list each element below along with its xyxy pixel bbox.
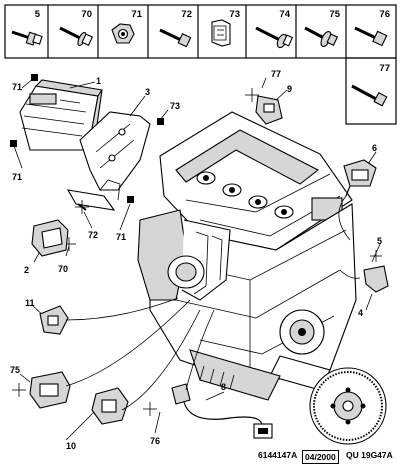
callout-73: 73 [170,101,180,111]
clip-marker [10,140,17,147]
engine-block [137,111,357,401]
callout-71-bracket: 71 [116,232,126,242]
header-label-75: 75 [329,9,340,20]
bolt-serrated-icon [304,26,339,47]
callout-77: 77 [271,69,281,79]
bolt-icon [159,28,192,48]
mounting-bracket [66,111,151,211]
callout-8: 8 [221,382,226,392]
reference-footer: 6144147A 04/2000 QU 19G47A [258,450,398,464]
header-label-77: 77 [379,63,390,74]
callout-76: 76 [150,436,160,446]
hex-nut-icon [111,23,135,44]
callout-5: 5 [377,236,382,246]
callout-11: 11 [25,298,35,308]
header-label-71: 71 [131,9,142,20]
callout-72: 72 [88,230,98,240]
callout-2: 2 [24,265,29,275]
screw-washer-icon [59,26,94,47]
callout-10: 10 [66,441,76,451]
callout-1: 1 [96,76,101,86]
coolant-temp-sensor [338,159,377,241]
header-label-76: 76 [379,9,390,20]
reference-code: 6144147A [258,450,298,460]
callout-75: 75 [10,365,20,375]
reference-plate: QU 19G47A [346,450,393,460]
wiring-harness [65,269,361,411]
header-label-70: 70 [81,9,92,20]
long-bolt-icon [351,84,388,107]
camshaft-sensor [245,88,283,125]
bolt-marker [75,200,89,214]
callout-6: 6 [372,143,377,153]
ecu-module [19,79,103,152]
speed-sensor [12,371,71,409]
callout-3: 3 [145,87,150,97]
header-parts-strip: 5 70 71 72 73 74 75 76 77 [4,4,397,125]
header-label-73: 73 [229,9,240,20]
flywheel [309,367,387,445]
callout-4: 4 [358,308,363,318]
header-label-5: 5 [35,9,41,20]
header-label-74: 74 [279,9,290,20]
callout-71-top: 71 [12,82,22,92]
map-sensor-module [31,219,69,257]
crankshaft-sensor [363,250,389,293]
bolt-flange-icon [11,30,43,46]
clip-icon [211,19,231,47]
screw-icon [255,26,294,49]
hex-bolt-icon [354,26,388,47]
header-label-72: 72 [181,9,192,20]
oxygen-sensor [143,383,273,439]
callout-71-left: 71 [12,172,22,182]
knock-sensor [39,305,69,335]
clip-marker [157,118,164,125]
clip-marker [127,196,134,203]
clip-marker [31,74,38,81]
callout-labels: 1 2 3 4 5 6 77 8 9 10 11 70 71 71 71 72 … [10,69,382,451]
callout-9: 9 [287,84,292,94]
reference-date: 04/2000 [302,450,339,464]
air-temp-sensor [91,387,129,425]
callout-70: 70 [58,264,68,274]
